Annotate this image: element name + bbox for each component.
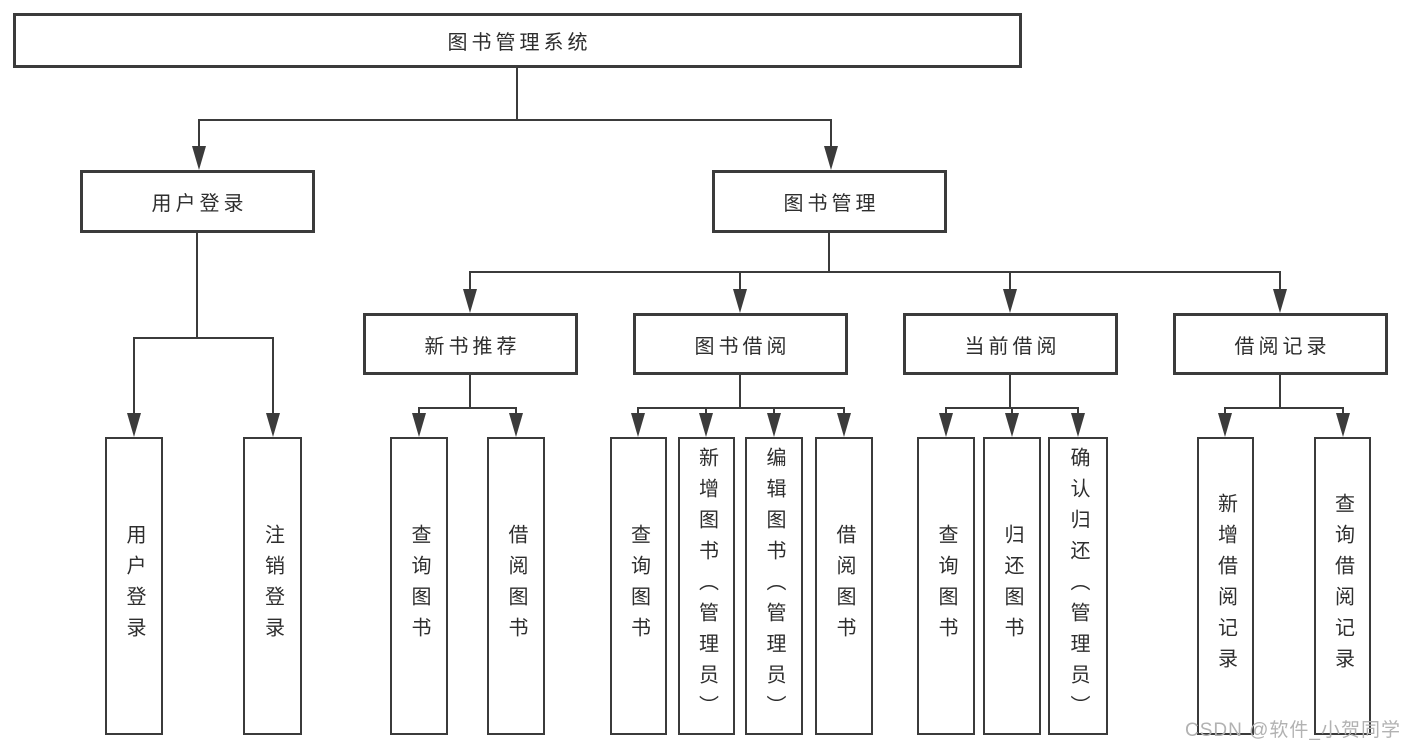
node-current-confirm-return-admin: 确认归还（管理员）	[1048, 437, 1108, 735]
node-borrowing-records: 借阅记录	[1173, 313, 1388, 375]
arrow-down-icon	[699, 413, 713, 437]
arrow-down-icon	[1336, 413, 1350, 437]
tree-edge	[637, 407, 845, 409]
tree-edge	[1009, 271, 1011, 295]
node-label: 新书推荐	[424, 335, 521, 358]
node-label: 借阅图书	[505, 524, 527, 648]
node-label: 用户登录	[151, 193, 248, 215]
node-label: 新增借阅记录	[1214, 493, 1237, 679]
node-user-login: 用户登录	[80, 170, 315, 233]
node-label: 查询图书	[935, 524, 957, 648]
tree-edge	[945, 407, 947, 417]
tree-edge	[830, 119, 832, 164]
tree-edge	[1077, 407, 1079, 417]
arrow-down-icon	[1003, 289, 1017, 313]
node-borrow-query-books: 查询图书	[610, 437, 667, 735]
arrow-down-icon	[509, 413, 523, 437]
node-borrow-borrow-books: 借阅图书	[815, 437, 873, 735]
arrow-down-icon	[192, 146, 206, 170]
tree-edge	[469, 271, 1281, 273]
tree-edge	[133, 337, 274, 339]
node-current-borrowing: 当前借阅	[903, 313, 1118, 375]
node-library-management-system: 图书管理系统	[13, 13, 1022, 68]
node-label: 查询借阅记录	[1331, 493, 1354, 679]
node-label: 借阅图书	[833, 524, 855, 648]
tree-edge	[843, 407, 845, 417]
node-current-query-books: 查询图书	[917, 437, 975, 735]
arrow-down-icon	[631, 413, 645, 437]
tree-edge	[516, 68, 518, 119]
tree-edge	[705, 407, 707, 417]
node-label: 注销登录	[261, 524, 284, 648]
node-label: 新增图书（管理员）	[695, 446, 718, 726]
tree-edge	[1009, 375, 1011, 407]
node-records-add-borrow-record: 新增借阅记录	[1197, 437, 1254, 735]
node-label: 确认归还（管理员）	[1067, 446, 1089, 726]
tree-edge	[133, 337, 135, 417]
node-label: 查询图书	[627, 524, 650, 648]
arrow-down-icon	[1071, 413, 1085, 437]
node-login: 用户登录	[105, 437, 163, 735]
tree-edge	[1011, 407, 1013, 417]
node-label: 图书借阅	[694, 335, 791, 358]
tree-edge	[637, 407, 639, 417]
node-borrow-add-books-admin: 新增图书（管理员）	[678, 437, 735, 735]
node-recommend-query-books: 查询图书	[390, 437, 448, 735]
node-current-return-books: 归还图书	[983, 437, 1041, 735]
arrow-down-icon	[939, 413, 953, 437]
arrow-down-icon	[1273, 289, 1287, 313]
arrow-down-icon	[1218, 413, 1232, 437]
tree-edge	[739, 375, 741, 407]
tree-edge	[198, 119, 200, 164]
tree-edge	[1279, 375, 1281, 407]
tree-edge	[1224, 407, 1226, 417]
tree-edge	[1224, 407, 1344, 409]
tree-edge	[1342, 407, 1344, 417]
tree-edge	[418, 407, 517, 409]
node-label: 借阅记录	[1234, 335, 1331, 358]
node-book-borrowing: 图书借阅	[633, 313, 848, 375]
node-logout: 注销登录	[243, 437, 302, 735]
arrow-down-icon	[824, 146, 838, 170]
arrow-down-icon	[412, 413, 426, 437]
node-records-query-borrow-record: 查询借阅记录	[1314, 437, 1371, 735]
arrow-down-icon	[127, 413, 141, 437]
node-recommend-borrow-books: 借阅图书	[487, 437, 545, 735]
node-book-management: 图书管理	[712, 170, 947, 233]
tree-edge	[1279, 271, 1281, 295]
arrow-down-icon	[1005, 413, 1019, 437]
node-label: 图书管理	[783, 193, 880, 215]
tree-edge	[196, 233, 198, 337]
node-label: 查询图书	[408, 524, 430, 648]
node-label: 图书管理系统	[447, 32, 592, 54]
tree-edge	[418, 407, 420, 417]
node-borrow-edit-books-admin: 编辑图书（管理员）	[745, 437, 803, 735]
node-new-book-recommendation: 新书推荐	[363, 313, 578, 375]
node-label: 编辑图书（管理员）	[763, 446, 785, 726]
tree-edge	[739, 271, 741, 295]
arrow-down-icon	[266, 413, 280, 437]
arrow-down-icon	[733, 289, 747, 313]
tree-edge	[828, 233, 830, 271]
node-label: 用户登录	[123, 524, 145, 648]
arrow-down-icon	[837, 413, 851, 437]
tree-edge	[773, 407, 775, 417]
tree-edge	[515, 407, 517, 417]
tree-edge	[469, 375, 471, 407]
tree-edge	[198, 119, 832, 121]
arrow-down-icon	[463, 289, 477, 313]
tree-edge	[272, 337, 274, 417]
tree-edge	[469, 271, 471, 295]
node-label: 归还图书	[1001, 524, 1023, 648]
csdn-watermark: CSDN @软件_小贺同学	[1185, 720, 1401, 741]
node-label: 当前借阅	[964, 335, 1061, 358]
arrow-down-icon	[767, 413, 781, 437]
